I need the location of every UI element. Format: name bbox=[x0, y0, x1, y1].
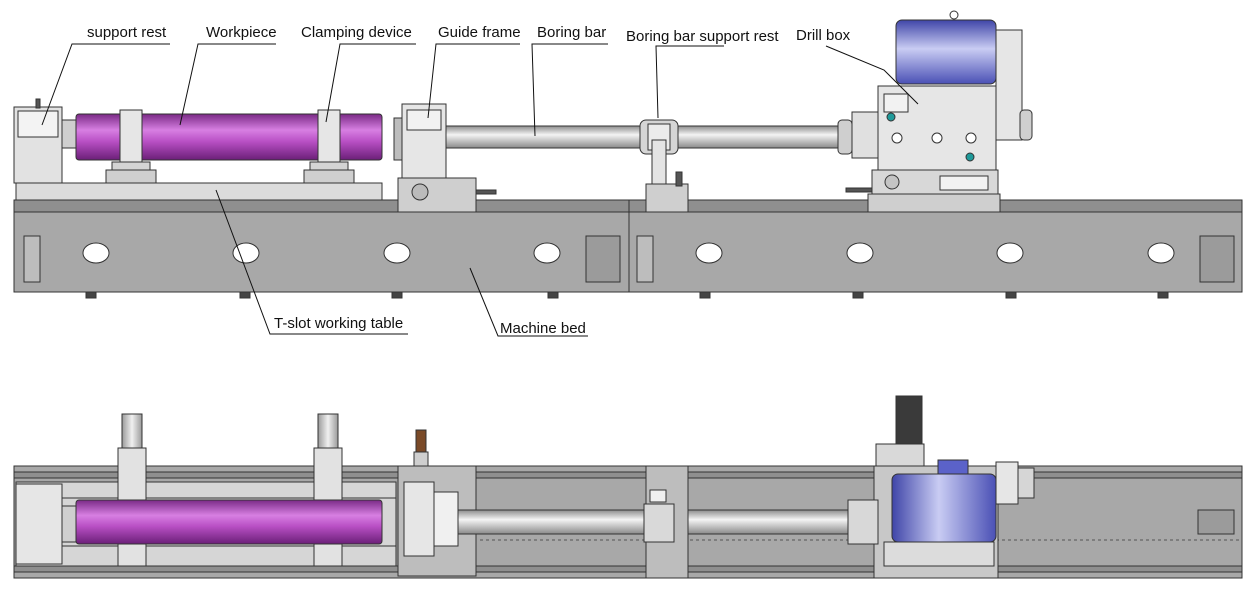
t-slot-table-side bbox=[15, 182, 383, 201]
workpiece-plan bbox=[75, 499, 383, 545]
guide-frame-side bbox=[393, 103, 497, 213]
label-machine-bed: Machine bed bbox=[500, 320, 586, 337]
label-workpiece: Workpiece bbox=[206, 24, 277, 41]
drill-box-side bbox=[837, 10, 1033, 213]
label-guide-frame: Guide frame bbox=[438, 24, 521, 41]
boring-bar-support-plan bbox=[643, 465, 689, 579]
support-rest-plan bbox=[15, 483, 77, 565]
label-support-rest: support rest bbox=[87, 24, 167, 41]
machine-bed-side bbox=[13, 199, 1243, 299]
boring-bar-support-side bbox=[639, 119, 689, 213]
support-rest-side bbox=[13, 98, 77, 184]
leader-lines bbox=[41, 43, 919, 337]
label-boring-bar: Boring bar bbox=[537, 24, 607, 41]
side-view bbox=[13, 10, 1243, 299]
label-clamping-device: Clamping device bbox=[301, 24, 412, 41]
plan-view bbox=[13, 395, 1243, 579]
clamping-device-side bbox=[105, 109, 355, 184]
workpiece-side bbox=[75, 113, 383, 161]
label-drill-box: Drill box bbox=[796, 27, 851, 44]
label-boring-bar-support-rest: Boring bar support rest bbox=[626, 28, 779, 45]
label-t-slot-table: T-slot working table bbox=[274, 315, 404, 332]
guide-frame-plan bbox=[397, 429, 477, 577]
drill-box-plan bbox=[847, 395, 1035, 579]
